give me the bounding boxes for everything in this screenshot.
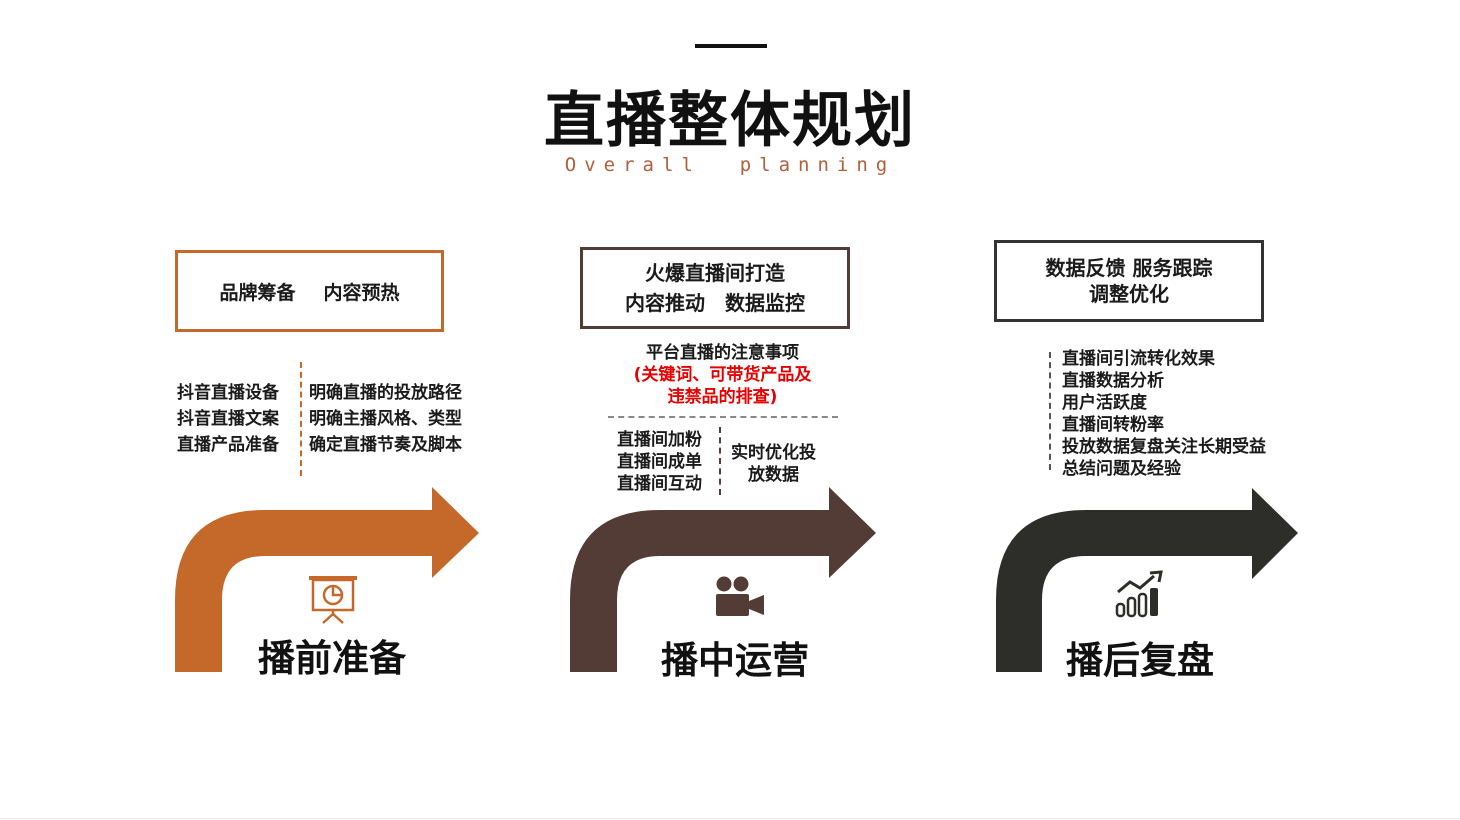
stage2-notes: 平台直播的注意事项 (关键词、可带货产品及 违禁品的排查) (600, 342, 845, 408)
bottom-divider (0, 818, 1460, 819)
video-camera-icon (716, 576, 764, 616)
stage2-notes-red-1: (关键词、可带货产品及 (633, 365, 812, 385)
stage3-label: 播后复盘 (1066, 639, 1214, 682)
presentation-board-icon (309, 576, 357, 624)
stage1-box-text-2: 内容预热 (323, 281, 400, 304)
list-item: 总结问题及经验 (1062, 459, 1181, 479)
stage2-notes-title: 平台直播的注意事项 (646, 343, 799, 363)
list-item: 抖音直播文案 (177, 409, 279, 429)
list-item: 用户活跃度 (1062, 393, 1147, 413)
stage2-box-text-2: 数据监控 (725, 291, 805, 315)
stage3-divider (1049, 352, 1051, 470)
page-subtitle: Overall planning (564, 154, 896, 176)
stage3-list: 直播间引流转化效果 直播数据分析 用户活跃度 直播间转粉率 投放数据复盘关注长期… (1062, 348, 1266, 480)
list-item: 实时优化投 (731, 443, 816, 463)
stage2-box-title: 火爆直播间打造 (645, 261, 785, 285)
list-item: 直播间转粉率 (1062, 415, 1164, 435)
list-item: 投放数据复盘关注长期受益 (1062, 437, 1266, 457)
list-item: 直播间互动 (617, 474, 702, 494)
stage2-box-text-1: 内容推动 (625, 291, 705, 315)
list-item: 直播间加粉 (617, 430, 702, 450)
stage2-box: 火爆直播间打造 内容推动数据监控 (580, 247, 850, 329)
list-item: 确定直播节奏及脚本 (309, 435, 462, 455)
stage2-arrow (570, 487, 876, 672)
stage1-divider (300, 362, 302, 476)
stage2-h-divider (608, 416, 838, 418)
stage1-left-list: 抖音直播设备 抖音直播文案 直播产品准备 (177, 380, 279, 458)
stage3-box-title: 数据反馈 服务跟踪 (1045, 256, 1213, 280)
stage3-arrow (996, 488, 1298, 672)
list-item: 明确主播风格、类型 (309, 409, 462, 429)
stage3-box: 数据反馈 服务跟踪 调整优化 (994, 240, 1264, 322)
list-item: 直播间成单 (617, 452, 702, 472)
stage1-box: 品牌筹备 内容预热 (175, 250, 444, 332)
stage2-notes-red-2: 违禁品的排查) (667, 387, 778, 407)
stage1-right-list: 明确直播的投放路径 明确主播风格、类型 确定直播节奏及脚本 (309, 380, 462, 458)
stage2-right-list: 实时优化投 放数据 (726, 442, 821, 486)
growth-chart-icon (1115, 570, 1163, 618)
list-item: 直播间引流转化效果 (1062, 349, 1215, 369)
stage2-label: 播中运营 (661, 639, 809, 682)
list-item: 直播数据分析 (1062, 371, 1164, 391)
stage1-label: 播前准备 (258, 637, 406, 680)
list-item: 抖音直播设备 (177, 383, 279, 403)
stage1-arrow (175, 487, 479, 672)
stage3-box-subtitle: 调整优化 (1089, 282, 1169, 306)
title-accent-bar (695, 44, 767, 48)
stage2-v-divider (719, 427, 721, 495)
list-item: 放数据 (748, 465, 799, 485)
stage2-left-list: 直播间加粉 直播间成单 直播间互动 (617, 429, 702, 495)
list-item: 直播产品准备 (177, 435, 279, 455)
page-title: 直播整体规划 (544, 86, 916, 156)
list-item: 明确直播的投放路径 (309, 383, 462, 403)
stage1-box-text-1: 品牌筹备 (219, 281, 296, 304)
